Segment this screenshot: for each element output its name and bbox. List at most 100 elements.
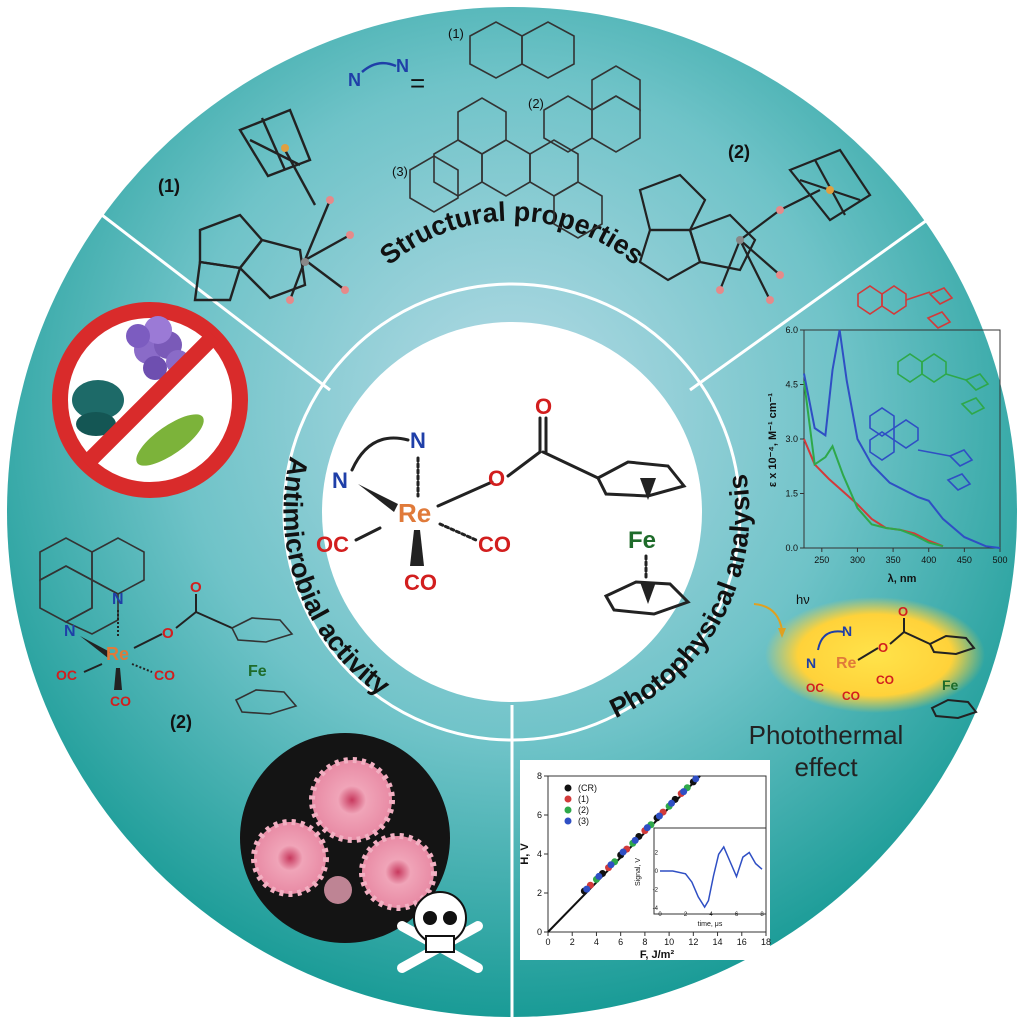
abs-ytick-label: 3.0 [785,434,798,444]
pt-atom-re: Re [836,655,857,672]
pa-ylabel: H, V [519,843,531,865]
pa-xtick-label: 16 [737,937,747,947]
pa-point-3 [668,799,676,807]
atom-o-carbonyl: O [535,394,552,419]
abs-xtick-label: 500 [992,555,1007,565]
atom-n-top: N [410,428,426,453]
abs-series-line-0 [803,438,944,548]
photothermal-label-line2: effect [794,752,858,782]
inset-xtick-label: 8 [760,912,764,918]
photothermal-label-line1: Photothermal [749,720,904,750]
hv-label: hν [796,592,810,607]
abs-series-line-1 [803,380,944,548]
pa-point-3 [643,824,651,832]
abs-xtick-label: 250 [814,555,829,565]
left-atom-o2: O [190,579,202,596]
pa-xtick-label: 4 [594,937,599,947]
pa-ytick-label: 8 [537,771,542,781]
pa-point-3 [655,812,663,820]
co-right: CO [478,532,511,557]
left-co2: CO [154,667,175,683]
pa-xlabel: F, J/m² [640,949,675,961]
crystal-structure-2-atoms [716,186,834,304]
cp-ring-bottom [603,580,691,616]
pa-xtick-label: 14 [713,937,723,947]
pa-xtick-label: 18 [761,937,771,947]
inset-xtick-label: 4 [709,912,713,918]
abs-ytick-label: 4.5 [785,380,798,390]
pa-point-3 [583,885,591,893]
cp-ring-top [596,460,687,498]
left-atom-o1: O [162,625,174,642]
pa-point-3 [595,872,603,880]
pt-co1: OC [806,681,824,695]
abs-ytick-label: 6.0 [785,325,798,335]
equals-sign: = [410,68,425,98]
inset-signal-line [660,845,763,909]
pa-ytick-label: 2 [537,888,542,898]
left-molecule-label: (2) [170,712,192,732]
pt-atom-o1: O [878,640,888,655]
atom-n-left: N [332,468,348,493]
crystal-label-2: (2) [728,142,750,162]
left-atom-fe: Fe [248,663,267,680]
crystal-label-1: (1) [158,176,180,196]
ligand-label-2: (2) [528,96,544,111]
pa-point-3 [619,848,627,856]
pa-point-3 [631,836,639,844]
abs-xtick-label: 450 [957,555,972,565]
no-microbes-sign [52,302,248,498]
co-bottom: CO [404,570,437,595]
left-molecule: N N Re O O Fe OC CO CO (2) [39,537,298,732]
abs-xtick-label: 300 [850,555,865,565]
pa-xtick-label: 6 [618,937,623,947]
nn-left: N [348,70,361,90]
atom-fe: Fe [628,527,656,554]
abs-series-line-2 [803,329,1001,549]
inset-ytick-label: 2 [655,851,659,857]
left-atom-n1: N [64,623,76,640]
crystal-structure-1-atoms [281,144,354,304]
pa-legend-marker [564,817,572,825]
pa-point-3 [607,861,615,869]
pa-xtick-label: 12 [688,937,698,947]
pa-legend-label: (1) [578,794,589,804]
skull-crossbones-icon [397,891,483,973]
photothermal-molecule: hν N N Re O O Fe OC CO CO [753,592,985,720]
pa-legend-label: (CR) [578,783,597,793]
pa-xtick-label: 0 [545,937,550,947]
pathogen-image [240,733,450,943]
pt-co3: CO [842,689,860,703]
abs-xlabel: λ, nm [888,573,917,585]
pa-legend-label: (2) [578,805,589,815]
pt-atom-o2: O [898,604,908,619]
pa-ytick-label: 0 [537,927,542,937]
pa-legend-label: (3) [578,816,589,826]
inset-xtick-label: 0 [658,912,662,918]
inset-ytick-label: 0 [655,869,659,875]
inner-ring [282,282,742,742]
crystal-structure-2 [638,148,872,301]
left-atom-re: Re [106,644,129,664]
pt-co2: CO [876,673,894,687]
pt-atom-fe: Fe [942,677,959,693]
inset-ylabel: Signal, V [635,858,642,886]
abs-ylabel: ε x 10⁻⁴, M⁻¹ cm⁻¹ [767,393,779,487]
ligand-label-3: (3) [392,164,408,179]
abs-xtick-label: 350 [886,555,901,565]
left-atom-n2: N [112,591,124,608]
center-molecule: N N Re O O OC CO CO Fe [316,394,691,616]
pa-legend-marker [564,795,572,803]
nn-right: N [396,56,409,76]
inset-xlabel: time, μs [698,921,723,928]
atom-o-ester: O [488,466,505,491]
atom-re: Re [398,498,431,528]
co-left: OC [316,532,349,557]
inner-disc [322,322,702,702]
pa-ytick-label: 6 [537,810,542,820]
inset-xtick-label: 2 [684,912,688,918]
pa-xtick-label: 2 [570,937,575,947]
